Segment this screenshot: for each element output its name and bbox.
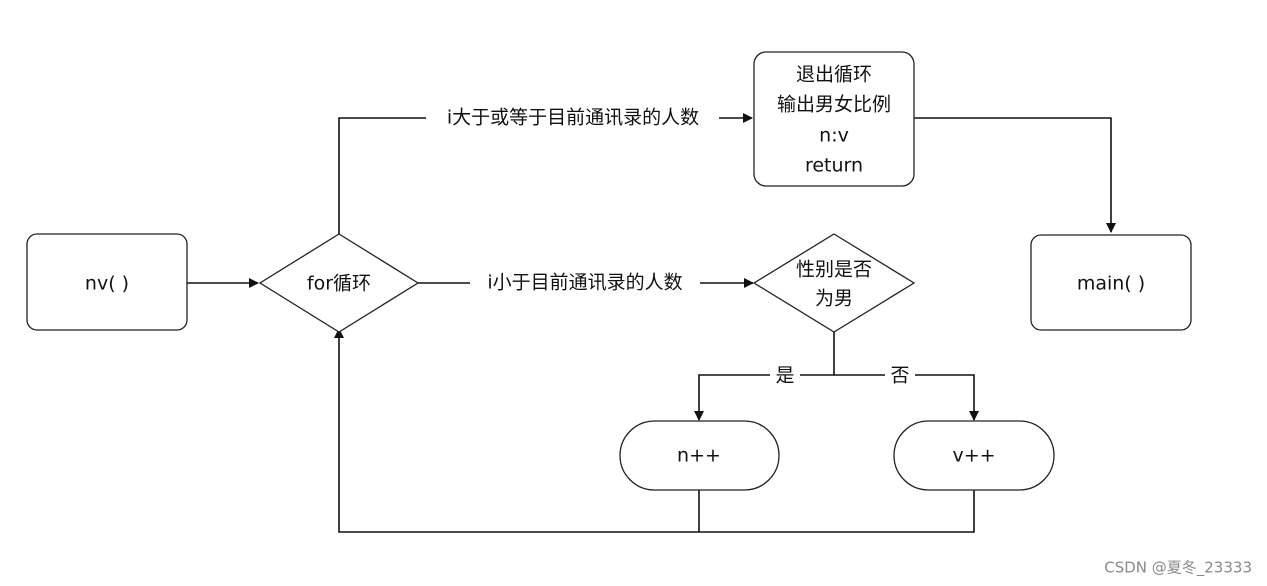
edge-for-to-exit bbox=[338, 113, 753, 235]
edge-v-return bbox=[334, 328, 975, 533]
v-increment-label: v++ bbox=[952, 445, 995, 467]
exit-loop-line-3: n:v bbox=[819, 125, 849, 147]
exit-loop-node bbox=[753, 51, 915, 187]
edge-gender-to-n bbox=[694, 331, 835, 421]
gender-check-line-2: 为男 bbox=[815, 288, 853, 310]
main-function-node bbox=[1030, 234, 1192, 331]
edge-exit-to-main bbox=[914, 117, 1116, 233]
gender-check-decision bbox=[752, 233, 916, 333]
middle-condition-label-bg bbox=[470, 269, 700, 297]
top-condition-label-bg bbox=[426, 104, 719, 132]
nv-function-label: nv( ) bbox=[85, 273, 129, 295]
v-increment-node bbox=[893, 420, 1055, 491]
yes-label-bg bbox=[770, 362, 800, 388]
main-function-label: main( ) bbox=[1077, 273, 1145, 295]
no-label-bg bbox=[885, 362, 915, 388]
edge-gender-to-v bbox=[834, 374, 979, 421]
n-increment-node bbox=[619, 420, 780, 491]
top-condition-label: i大于或等于目前通讯录的人数 bbox=[447, 107, 699, 129]
no-branch-label: 否 bbox=[890, 365, 909, 387]
exit-loop-line-1: 退出循环 bbox=[796, 64, 872, 86]
yes-branch-label: 是 bbox=[775, 365, 794, 387]
middle-condition-label: i小于目前通讯录的人数 bbox=[487, 272, 682, 294]
csdn-watermark: CSDN @夏冬_23333 bbox=[1104, 559, 1252, 578]
nv-function-node bbox=[26, 233, 188, 331]
n-increment-label: n++ bbox=[677, 445, 721, 467]
exit-loop-line-2: 输出男女比例 bbox=[777, 94, 891, 116]
exit-loop-line-4: return bbox=[805, 155, 863, 177]
for-loop-label: for循环 bbox=[307, 273, 371, 295]
for-loop-decision bbox=[258, 233, 420, 333]
gender-check-line-1: 性别是否 bbox=[796, 259, 872, 281]
